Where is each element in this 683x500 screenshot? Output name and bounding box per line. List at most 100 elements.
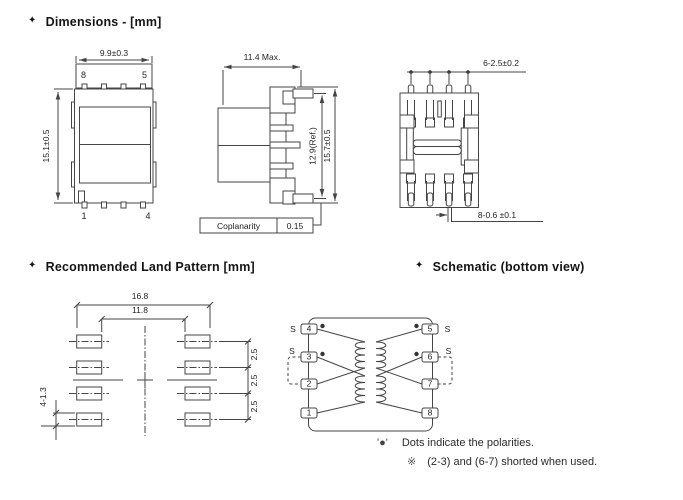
side-view-figure: 11.4 Max. 12.9(Ref.) 15.7±0.5	[199, 52, 338, 234]
land-pattern-pads	[69, 334, 217, 427]
clip-base	[406, 173, 416, 184]
pin-number: 4	[307, 324, 312, 334]
side-tab	[152, 161, 157, 188]
coil-left-lower	[354, 375, 366, 403]
component-top-block	[75, 63, 153, 89]
side-rail	[406, 127, 414, 166]
diamond-bullet-icon: ✦	[415, 260, 424, 271]
short-brackets	[287, 356, 453, 385]
start-label-pin6: S	[446, 346, 452, 356]
pin-number: 7	[428, 379, 433, 389]
lead-width-ticks	[447, 208, 452, 222]
side-tab	[399, 159, 415, 174]
polarity-dot-icon	[414, 323, 419, 329]
pin-number: 3	[307, 352, 312, 362]
note-short: ※(2-3) and (6-7) shorted when used.	[407, 455, 597, 468]
pitch-label-3: 2.5	[249, 400, 259, 412]
terminal-clips	[407, 100, 472, 120]
land-pattern-pitch-dimensions: 2.5 2.5 2.5	[219, 338, 259, 423]
outer-dimension-line	[73, 301, 214, 328]
front-view-top-dimension: 9.9±0.3	[75, 48, 153, 63]
pad	[184, 386, 211, 401]
schematic-figure: 4 3 2 1 5 6 7 8 S S S S	[287, 317, 453, 432]
polarity-dots	[320, 323, 419, 357]
polarity-dot-icon	[320, 351, 325, 357]
polarity-dot-marker: '●'	[377, 437, 388, 449]
land-pattern-width-dimensions: 16.8 11.8	[73, 291, 214, 332]
pitch-label-2: 2.5	[249, 374, 259, 386]
dim-label-pitch: 6-2.5±0.2	[483, 58, 519, 68]
start-labels: S S S S	[289, 324, 452, 356]
pad	[76, 360, 103, 375]
section-header-schematic: ✦ Schematic (bottom view)	[415, 260, 584, 274]
side-tab	[71, 101, 75, 129]
pin-number: 2	[307, 379, 312, 389]
pin-number: 5	[428, 324, 433, 334]
component-main-body	[74, 88, 154, 204]
center-tab	[269, 141, 301, 149]
corner-notch	[78, 190, 85, 203]
lead-foot	[81, 201, 88, 209]
terminal-clips	[407, 181, 472, 201]
dim-label-inner: 11.8	[132, 305, 148, 315]
section-title-land-pattern: Recommended Land Pattern [mm]	[45, 260, 255, 274]
lead-foot	[120, 201, 127, 209]
pin-box-5	[421, 323, 439, 335]
side-tab	[464, 114, 479, 129]
side-view-body	[217, 86, 314, 205]
pad	[76, 386, 103, 401]
extension-lines	[410, 72, 469, 84]
pin-number-8: 8	[81, 70, 86, 80]
note-polarity: '●' Dots indicate the polarities.	[377, 437, 534, 449]
bottom-pin	[464, 192, 472, 207]
polarity-dot-icon	[320, 323, 325, 329]
land-pattern-figure: 16.8 11.8 2.5 2.5 2.5 4-1.3	[38, 291, 259, 440]
lead-foot	[140, 201, 146, 209]
pin-number-1: 1	[81, 211, 86, 221]
pin-box-1	[300, 407, 318, 419]
short-bracket-6-7	[438, 356, 453, 385]
start-label-pin3: S	[289, 346, 295, 356]
polarity-dot-icon	[414, 351, 419, 357]
pad-dimension-line	[41, 400, 75, 440]
pin-box-8	[421, 407, 439, 419]
side-tab	[152, 101, 157, 129]
top-lead	[292, 88, 314, 99]
bottom-pin	[407, 192, 415, 207]
schematic-coils	[354, 341, 387, 403]
side-tab	[71, 161, 75, 188]
coplanarity-label: Coplanarity	[217, 221, 261, 231]
pitch-label-1: 2.5	[249, 348, 259, 360]
bottom-view-pitch-dimension: 6-2.5±0.2	[407, 58, 526, 84]
bottom-view-lead-dimension: 8-0.6 ±0.1	[436, 208, 543, 222]
section-title-schematic: Schematic (bottom view)	[432, 260, 585, 274]
side-view-right-dimensions: 12.9(Ref.) 15.7±0.5	[297, 86, 338, 204]
pin-box-4	[300, 323, 318, 335]
diamond-bullet-icon: ✦	[28, 15, 37, 26]
clip-base	[425, 117, 435, 128]
schematic-pins: 4 3 2 1 5 6 7 8	[300, 323, 439, 419]
bottom-lead	[292, 193, 314, 204]
left-winding-wires	[316, 328, 366, 414]
section-header-dimensions: ✦ Dimensions - [mm]	[28, 15, 162, 29]
extension-lines	[75, 56, 153, 63]
coil-right-upper	[375, 341, 387, 369]
section-header-land-pattern: ✦ Recommended Land Pattern [mm]	[28, 260, 255, 274]
note-polarity-text: Dots indicate the polarities.	[401, 437, 534, 449]
extension-lines	[54, 88, 73, 204]
coplanarity-callout: Coplanarity 0.15	[199, 203, 322, 234]
pad	[184, 360, 211, 375]
side-tab	[464, 159, 479, 174]
extension-lines	[297, 86, 338, 204]
start-label-pin5: S	[445, 324, 451, 334]
reference-mark-icon: ※	[407, 456, 417, 468]
front-view-figure: 9.9±0.3 15.1±0.5 8	[41, 48, 157, 221]
dim-label-side-ref: 12.9(Ref.)	[308, 127, 318, 165]
coplanarity-value: 0.15	[287, 221, 304, 231]
pin-number: 6	[428, 352, 433, 362]
mid-flange	[269, 162, 294, 170]
clip-base	[425, 173, 435, 184]
dim-label-side-height: 15.7±0.5	[322, 129, 332, 162]
start-label-pin4: S	[290, 324, 296, 334]
